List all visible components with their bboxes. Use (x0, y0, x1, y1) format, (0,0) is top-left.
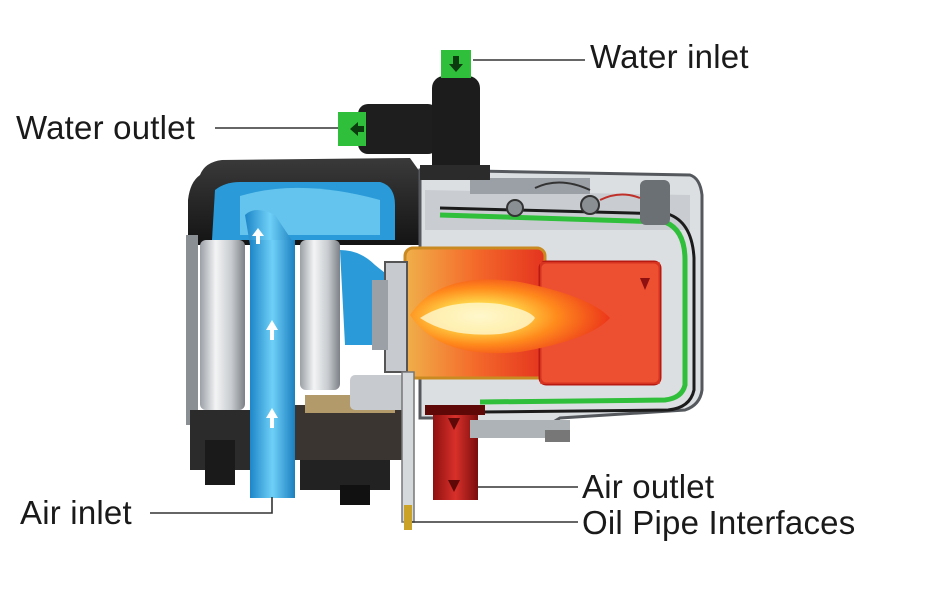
label-air-inlet: Air inlet (20, 496, 132, 529)
housing-top (188, 158, 420, 245)
label-water-inlet: Water inlet (590, 40, 749, 73)
label-water-outlet: Water outlet (16, 111, 195, 144)
label-oil-pipe: Oil Pipe Interfaces (582, 506, 855, 539)
leader-air-inlet (150, 497, 272, 513)
combustion-chamber (372, 248, 660, 384)
label-air-outlet: Air outlet (582, 470, 714, 503)
